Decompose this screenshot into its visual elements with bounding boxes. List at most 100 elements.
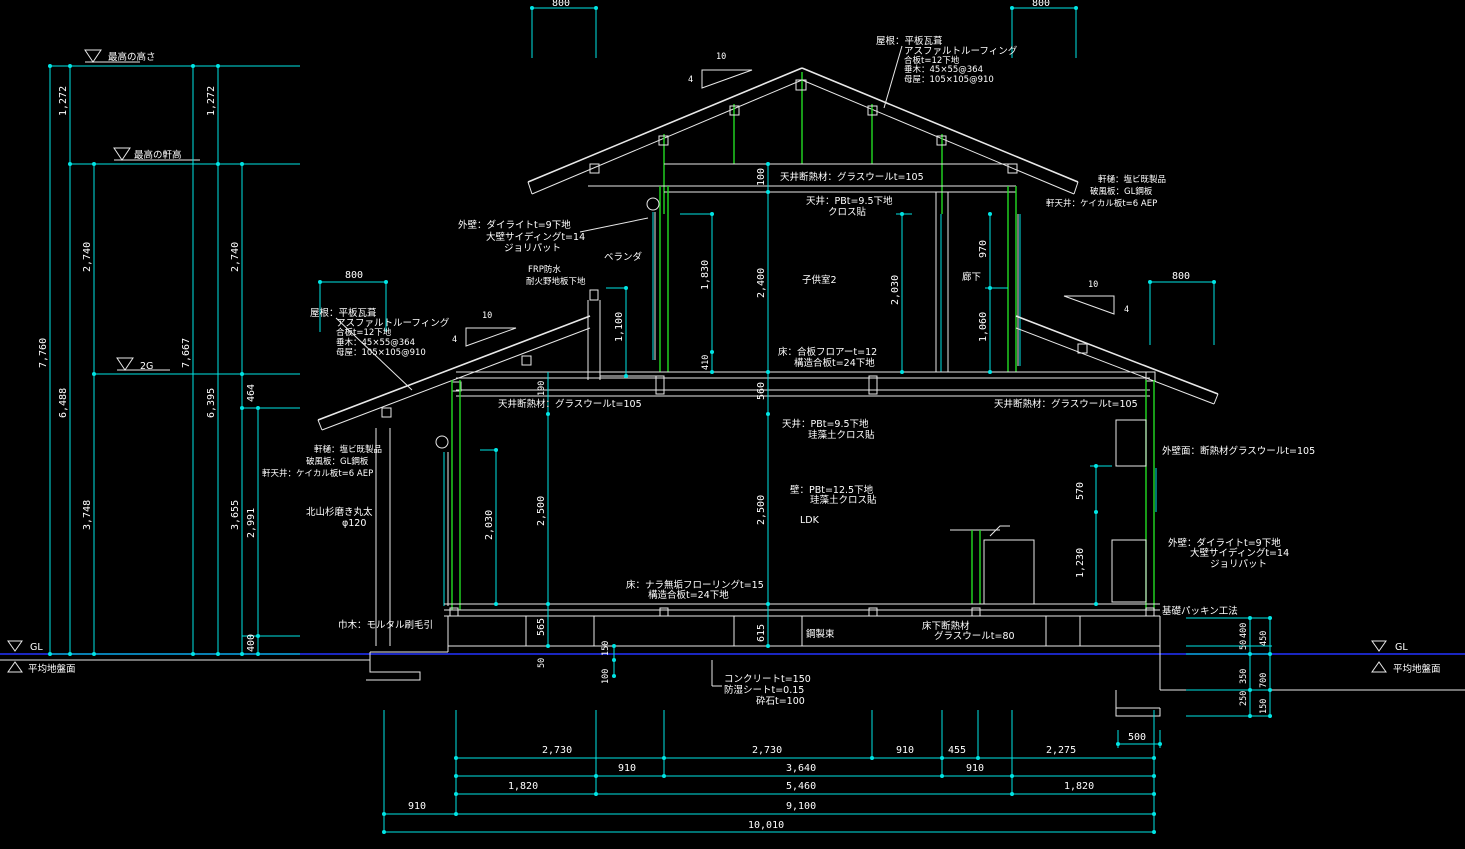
foundation-250: 250: [1239, 691, 1249, 706]
dim-100-slab: 100: [601, 669, 611, 684]
slab-note-0: コンクリートt=150: [724, 674, 811, 685]
slope-rise-right: 4: [1124, 305, 1129, 315]
dim-2740-b: 2,740: [230, 242, 241, 272]
bottom-r4-0: 910: [408, 801, 426, 812]
frp-note-0: FRP防水: [528, 264, 561, 275]
dim-464: 464: [246, 384, 257, 402]
dim-6395: 6,395: [206, 388, 217, 418]
underfloor-ins-1: グラスウールt=80: [934, 630, 1015, 642]
dim-7760: 7,760: [38, 338, 49, 368]
dim-800-side-right: 800: [1172, 271, 1190, 282]
left-dimension-chain-a: 1,272 2,740 7,760 6,488 3,748: [38, 64, 300, 656]
wall-upper-note-0: 外壁：ダイライトt=9下地: [458, 219, 571, 231]
upper-floor: [456, 163, 1150, 397]
dim-2500-left: 2,500: [536, 496, 547, 526]
floor-2-note-0: 床：合板フロアーt=12: [778, 346, 877, 358]
foundation-50: 50: [1239, 640, 1249, 650]
main-roof: [527, 67, 1079, 214]
dim-1060: 1,060: [978, 312, 989, 342]
dim-1272-b: 1,272: [206, 86, 217, 116]
slope-rise-top: 4: [688, 75, 693, 85]
dim-1230: 1,230: [1075, 548, 1086, 578]
pillar-note-0: 北山杉磨き丸太: [306, 506, 373, 518]
base-packing-note: 基礎パッキン工法: [1162, 605, 1238, 617]
underfloor-ins-0: 床下断熱材: [922, 620, 970, 632]
roof-lower-note-2: 合板t=12下地: [336, 327, 392, 338]
level-markers: 最高の高さ 最高の軒高 2G: [84, 49, 200, 372]
floor-1-0: 床：ナラ無垢フローリングt=15: [626, 579, 764, 591]
roof-upper-note-3: 垂木：45×55@364: [904, 64, 983, 75]
avg-ground-label-right: 平均地盤面: [1393, 663, 1441, 675]
roof-lower-note-0: 屋根：平板瓦葺: [310, 307, 377, 319]
bottom-dimensions: 2,730 2,730 910 455 2,275 910 3,640 910 …: [382, 710, 1156, 834]
dim-615: 615: [756, 624, 767, 642]
bottom-r1-1: 2,730: [752, 745, 782, 756]
lower-roofs: [317, 289, 1219, 431]
gl-label-left: GL: [30, 642, 43, 653]
ceiling-ins-top: 天井断熱材：グラスウールt=105: [780, 171, 924, 183]
left-dimension-chain-b: 1,272 2,740 7,667 6,395 3,655 464 2,991 …: [181, 64, 300, 656]
hall-label: 廊下: [962, 271, 981, 283]
avg-ground-label-left: 平均地盤面: [28, 663, 76, 675]
ceiling-top-1: クロス貼: [828, 206, 867, 218]
pillar-note-1: φ120: [342, 518, 366, 529]
slab-note-1: 防湿シートt=0.15: [724, 684, 804, 696]
slab-note-2: 砕石t=100: [756, 695, 805, 707]
sleeper-label: 鋼製束: [806, 628, 835, 640]
bottom-r3-2: 1,820: [1064, 781, 1094, 792]
right-foundation-dimensions: 50 400 450 250 350 700 150 500: [1116, 616, 1272, 748]
slope-indicators: 10 4 10 4 10 4: [452, 52, 1129, 347]
dim-50: 50: [537, 658, 547, 668]
dim-3748: 3,748: [82, 500, 93, 530]
bottom-r1-3: 455: [948, 745, 966, 756]
dim-800-side-left: 800: [345, 270, 363, 281]
roof-upper-note-1: アスファルトルーフィング: [904, 45, 1018, 57]
lower-floor: [366, 380, 1161, 717]
eave-right-note-1: 破風板：GL鋼板: [1090, 186, 1153, 197]
ceiling-ins-left: 天井断熱材：グラスウールt=105: [498, 398, 642, 410]
wall-1-1: 珪藻土クロス貼: [810, 494, 877, 506]
ldk-label: LDK: [800, 515, 820, 526]
bottom-r3-0: 1,820: [508, 781, 538, 792]
dim-2400: 2,400: [756, 268, 767, 298]
foundation-150: 150: [1259, 699, 1269, 714]
top-eave-dimensions: 800 800 800 800: [318, 0, 1216, 345]
dim-3655: 3,655: [230, 500, 241, 530]
dim-1830: 1,830: [700, 260, 711, 290]
slope-rise-left: 4: [452, 335, 457, 345]
bottom-r4-1: 9,100: [786, 801, 816, 812]
foundation-350: 350: [1239, 669, 1249, 684]
eave-left-note-1: 破風板：GL鋼板: [306, 456, 369, 467]
foundation-500: 500: [1128, 732, 1146, 743]
dim-1272-a: 1,272: [58, 86, 69, 116]
roof-lower-note-1: アスファルトルーフィング: [336, 317, 450, 329]
eave-left-note-2: 軒天井：ケイカル板t=6 AEP: [262, 468, 373, 479]
bottom-r5-0: 10,010: [748, 820, 784, 831]
max-eave-label: 最高の軒高: [134, 149, 182, 161]
roof-upper-note-2: 合板t=12下地: [904, 55, 960, 66]
balcony-label: ベランダ: [604, 251, 643, 263]
wall-ins-note: 外壁面：断熱材グラスウールt=105: [1162, 445, 1315, 457]
dim-7667: 7,667: [181, 338, 192, 368]
wall-upper-note-1: 大壁サイディングt=14: [486, 231, 585, 243]
slope-run-right: 10: [1088, 280, 1098, 290]
dim-2030-upper: 2,030: [890, 275, 901, 305]
floor-1-1: 構造合板t=24下地: [648, 589, 729, 601]
floor-2-note-1: 構造合板t=24下地: [794, 357, 875, 369]
bottom-r1-2: 910: [896, 745, 914, 756]
dim-2030-lower: 2,030: [484, 510, 495, 540]
bottom-r2-1: 3,640: [786, 763, 816, 774]
dim-800-top-left: 800: [552, 0, 570, 9]
ceiling-1-1: 珪藻土クロス貼: [808, 429, 875, 441]
dim-560: 560: [756, 382, 767, 400]
dim-570: 570: [1075, 482, 1086, 500]
max-height-label: 最高の高さ: [108, 51, 156, 63]
slope-run-left: 10: [482, 311, 492, 321]
level-2g-label: 2G: [140, 361, 153, 372]
wall-upper-note-2: ジョリパット: [504, 243, 561, 254]
dim-6488: 6,488: [58, 388, 69, 418]
bottom-r2-0: 910: [618, 763, 636, 774]
eave-right-note-0: 軒樋：塩ビ既製品: [1098, 174, 1166, 185]
dim-800-top-right: 800: [1032, 0, 1050, 9]
dim-565: 565: [536, 618, 547, 636]
